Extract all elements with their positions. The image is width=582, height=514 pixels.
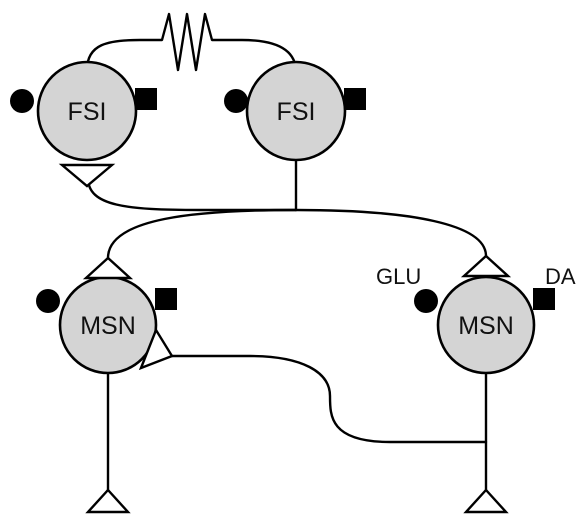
msn-right-da-marker bbox=[533, 288, 555, 310]
fsi-left-soma bbox=[36, 60, 138, 162]
da-input-label: DA bbox=[545, 264, 576, 289]
fsi-left-terminal-triangle bbox=[58, 163, 116, 188]
msn-left-label: MSN bbox=[80, 312, 136, 340]
msn-left-glu-marker bbox=[36, 289, 60, 313]
bus-to-msn-left bbox=[106, 208, 298, 260]
fsi-right-label: FSI bbox=[277, 98, 316, 126]
fsi-left-label: FSI bbox=[68, 98, 107, 126]
msn-right-label: MSN bbox=[458, 312, 514, 340]
msn-left-synapse-triangle bbox=[82, 256, 134, 280]
bus-to-msn-right bbox=[294, 208, 488, 258]
fsi-right-da-marker bbox=[344, 88, 366, 110]
glu-input-label: GLU bbox=[376, 264, 421, 289]
fsi-left-da-marker bbox=[135, 88, 157, 110]
fsi-left-axon bbox=[86, 176, 298, 212]
fsi-right-glu-marker bbox=[224, 89, 248, 113]
msn-collateral bbox=[166, 354, 488, 444]
msn-right-output-triangle bbox=[463, 488, 509, 514]
fsi-right-soma bbox=[245, 60, 347, 162]
msn-left-output-triangle bbox=[85, 488, 131, 514]
gap-junction-resistor bbox=[85, 12, 298, 74]
msn-collateral-synapse-triangle bbox=[138, 327, 174, 371]
fsi-left-glu-marker bbox=[10, 89, 34, 113]
msn-left-da-marker bbox=[155, 288, 177, 310]
msn-right-synapse-triangle bbox=[460, 254, 512, 278]
msn-right-glu-marker bbox=[414, 289, 438, 313]
